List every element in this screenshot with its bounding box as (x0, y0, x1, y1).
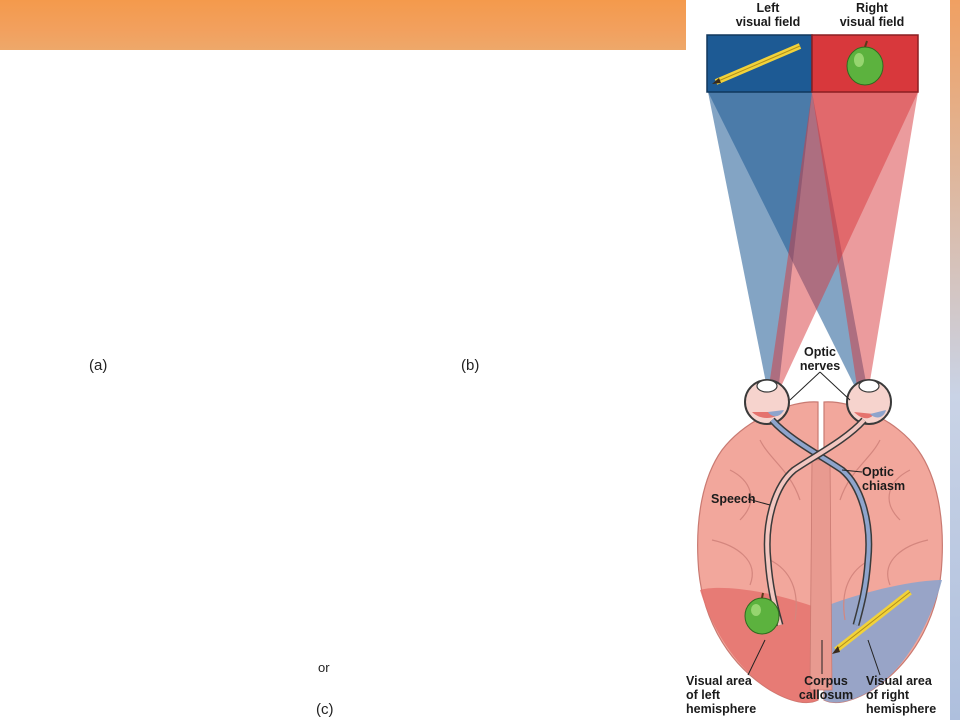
pencil-icon (832, 589, 912, 654)
visual-field-boxes (706, 34, 919, 93)
visual-area-left-label: Visual area of left hemisphere (686, 674, 757, 716)
visual-field-cones (708, 92, 918, 393)
slide-edge-decoration (950, 0, 960, 720)
header-bar (0, 0, 686, 50)
leader-lines (747, 371, 881, 676)
speech-label: Speech (711, 492, 756, 506)
or-label: or (318, 660, 330, 675)
optic-nerves-label: Optic nerves (799, 345, 841, 373)
right-visual-area (824, 580, 942, 703)
corpus-callosum (809, 459, 833, 691)
panel-label-c: (c) (316, 701, 334, 718)
panel-label-b: (b) (461, 357, 480, 374)
brain (697, 401, 943, 704)
corpus-callosum-label: Corpus callosum (798, 674, 854, 702)
eyes (744, 379, 892, 425)
apple-icon (846, 40, 884, 86)
panel-label-a: (a) (89, 357, 108, 374)
visual-area-right-label: Visual area of right hemisphere (866, 674, 937, 716)
optic-chiasm-label: Optic chiasm (862, 465, 906, 493)
right-visual-field-label: Right visual field (839, 1, 905, 29)
pencil-icon (712, 43, 802, 85)
apple-icon (744, 592, 780, 635)
optic-pathways (763, 417, 873, 626)
left-visual-area (700, 587, 818, 703)
left-visual-field-label: Left visual field (735, 1, 801, 29)
